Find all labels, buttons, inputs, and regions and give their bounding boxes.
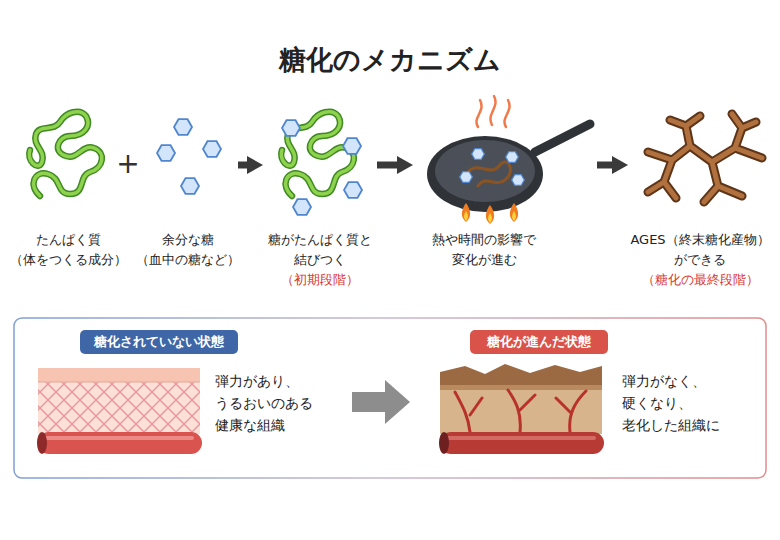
state-description: 弾力があり、 うるおいのある 健康な組織 — [215, 370, 327, 436]
caption-group: 余分な糖（血中の糖など） — [103, 230, 273, 270]
stage-note: （血中の糖など） — [113, 250, 263, 270]
stage-note: （糖化の最終段階） — [620, 270, 780, 290]
stage-caption: 余分な糖 — [113, 230, 263, 250]
caption-group: たんぱく質（体をつくる成分） — [0, 230, 153, 270]
state-heading-pill: 糖化が進んだ状態 — [470, 330, 608, 354]
stage-caption: 糖がたんぱく質と 結びつく — [255, 230, 385, 270]
stage-node: 余分な糖（血中の糖など） — [150, 100, 226, 290]
flow-arrow — [377, 162, 399, 169]
state-heading: 糖化されていない状態 — [94, 333, 224, 351]
caption-group: 熱や時間の影響で 変化が進む — [399, 230, 569, 270]
flow-arrow — [597, 162, 614, 169]
state-description: 弾力がなく、 硬くなり、 老化した組織に — [622, 370, 734, 436]
stage-caption: 熱や時間の影響で 変化が進む — [419, 230, 549, 270]
stage-caption: AGES（終末糖化産物） ができる — [620, 230, 780, 270]
caption-group: 糖がたんぱく質と 結びつく（初期段階） — [235, 230, 405, 290]
plus-sign: + — [113, 146, 143, 182]
stage-node: 糖がたんぱく質と 結びつく（初期段階） — [275, 100, 365, 290]
diagram-title: 糖化のメカニズム — [0, 42, 780, 78]
caption-group: AGES（終末糖化産物） ができる（糖化の最終段階） — [615, 230, 780, 290]
state-heading: 糖化が進んだ状態 — [487, 333, 591, 351]
stage-note: （体をつくる成分） — [0, 250, 143, 270]
stage-node: 熱や時間の影響で 変化が進む — [425, 100, 585, 290]
flow-arrow — [238, 162, 249, 169]
stage-node: AGES（終末糖化産物） ができる（糖化の最終段階） — [640, 100, 760, 290]
state-heading-pill: 糖化されていない状態 — [80, 330, 238, 354]
stage-caption: たんぱく質 — [0, 230, 143, 250]
stage-note: （初期段階） — [245, 270, 395, 290]
stage-node: たんぱく質（体をつくる成分） — [23, 100, 113, 290]
